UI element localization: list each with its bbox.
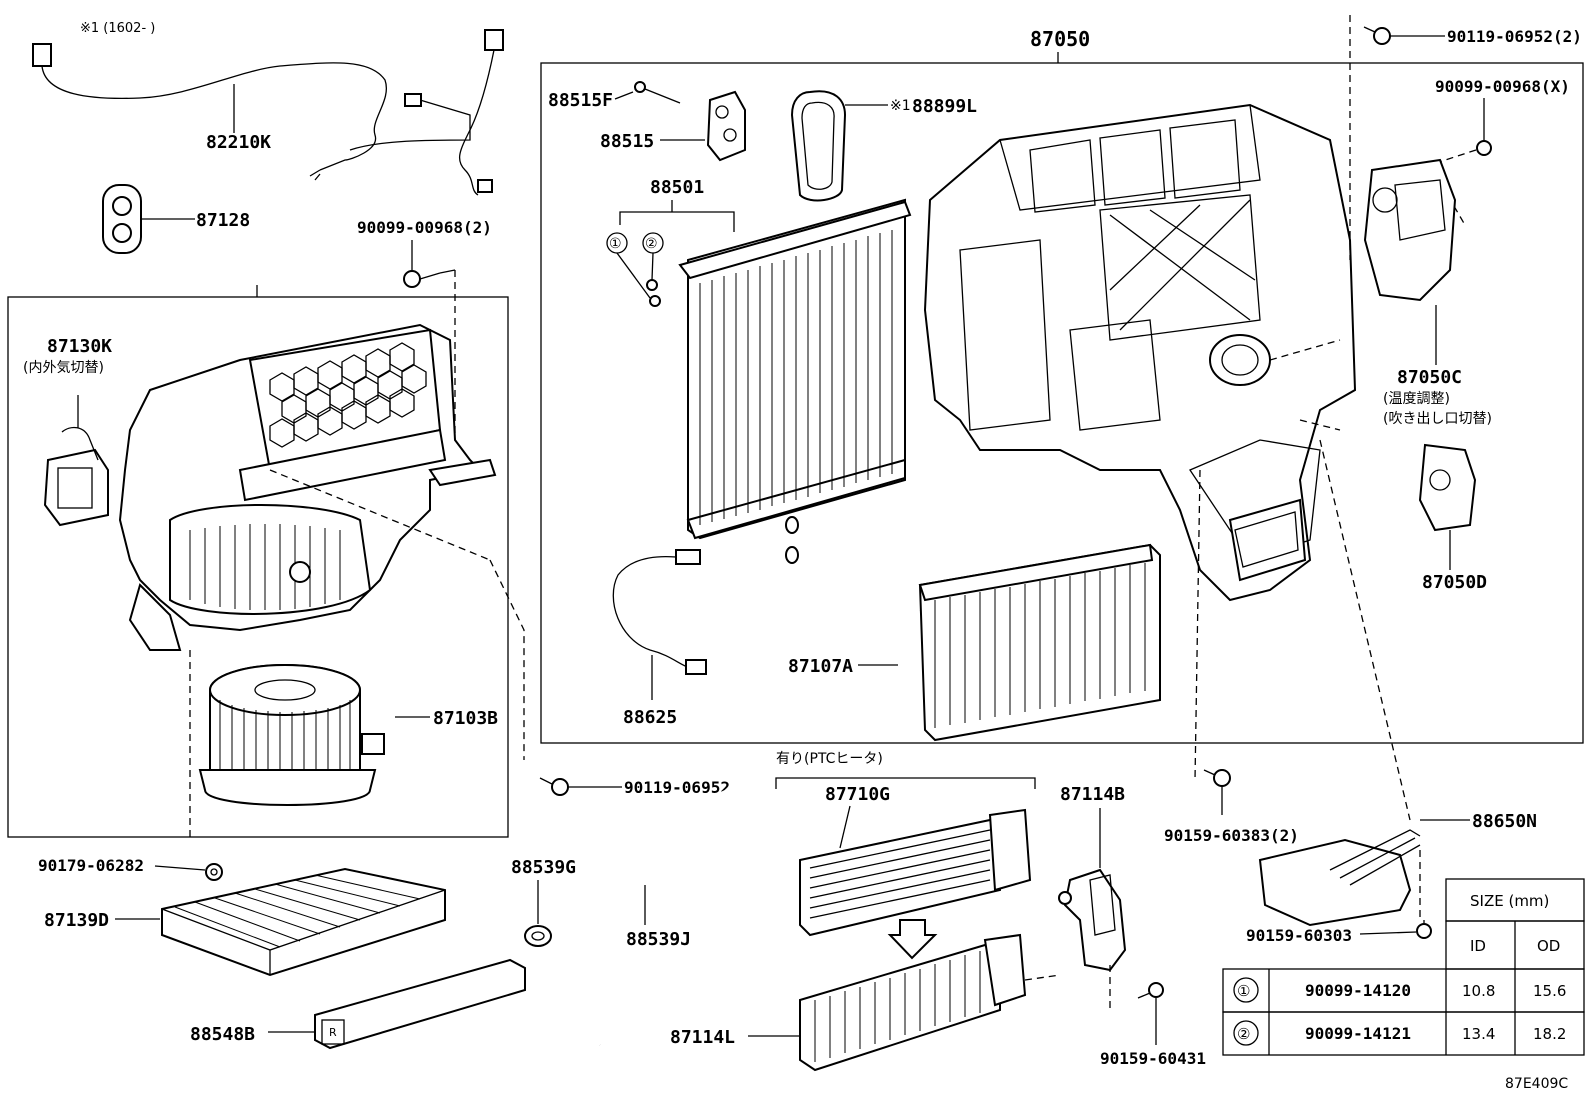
label-87114B: 87114B xyxy=(1060,784,1125,805)
bracket-87114B xyxy=(1058,808,1127,1010)
nut-90179-06282 xyxy=(154,863,223,881)
label-90159-60383-2: 90159-60383(2) xyxy=(1164,826,1299,845)
svg-text:R: R xyxy=(329,1026,337,1039)
label-88539J: 88539J xyxy=(626,929,691,950)
size-table-row-part: 90099-14120 xyxy=(1305,981,1411,1000)
label-88899L-mark: ※1 xyxy=(890,98,911,114)
label-87107A: 87107A xyxy=(788,656,853,677)
label-90159-60303: 90159-60303 xyxy=(1246,926,1352,945)
screw-90159-60303 xyxy=(1359,920,1432,939)
label-88515: 88515 xyxy=(600,131,654,152)
label-ptc-note: 有り(PTCヒータ) xyxy=(776,751,883,767)
label-87050: 87050 xyxy=(1030,27,1090,51)
size-table-row-part: 90099-14121 xyxy=(1305,1024,1411,1043)
blower-unit-frame xyxy=(7,296,509,838)
screw-90159-60383-2 xyxy=(1203,769,1231,815)
actuator-87050D xyxy=(1418,443,1477,570)
screw-90159-60431 xyxy=(1137,982,1164,1045)
label-87128: 87128 xyxy=(196,210,250,231)
grommet-87128 xyxy=(102,184,195,254)
label-87130K: 87130K xyxy=(47,336,112,357)
amplifier-88650N xyxy=(1258,439,1470,927)
blower-motor-87103B xyxy=(189,650,430,840)
label-87114L: 87114L xyxy=(670,1027,735,1048)
evaporator-88501 xyxy=(678,198,912,540)
size-table-header: SIZE (mm) xyxy=(1470,892,1549,910)
thermistor-88625 xyxy=(612,549,707,700)
label-87103B: 87103B xyxy=(433,708,498,729)
label-82210K: 82210K xyxy=(206,132,271,153)
figure-code: 87E409C xyxy=(1505,1076,1568,1092)
ptc-heater-87710G xyxy=(799,808,1032,960)
label-88515F: 88515F xyxy=(548,90,613,111)
main-unit-frame xyxy=(540,62,1584,744)
size-table-row-mark: ② xyxy=(1237,1025,1250,1043)
circled-2: ② xyxy=(645,236,658,252)
actuator-87130K xyxy=(43,395,109,527)
drain-hose-88539J xyxy=(555,786,753,1048)
ptc-heater-87114L xyxy=(748,933,1061,1072)
screw-90119-06952 xyxy=(489,559,622,796)
packing-88899L xyxy=(790,90,888,202)
actuator-87050C xyxy=(1363,158,1457,365)
size-table-row-mark: ① xyxy=(1237,982,1250,1000)
hvac-case-87050 xyxy=(923,103,1357,781)
size-table-row-od: 18.2 xyxy=(1533,1025,1566,1043)
expansion-valve-88515 xyxy=(660,90,746,162)
label-87050C: 87050C xyxy=(1397,367,1462,388)
cover-88548B: R xyxy=(268,958,526,1050)
label-90179-06282: 90179-06282 xyxy=(38,856,144,875)
filter-87139D xyxy=(115,867,446,977)
label-90159-60431: 90159-60431 xyxy=(1100,1049,1206,1068)
label-90119-06952-2: 90119-06952(2) xyxy=(1447,27,1582,46)
label-87050C-note2: (吹き出し口切替) xyxy=(1383,411,1492,427)
label-90099-00968-2: 90099-00968(2) xyxy=(357,218,492,237)
label-88899L: 88899L xyxy=(912,96,977,117)
label-88650N: 88650N xyxy=(1472,811,1537,832)
screw-90119-06952-2 xyxy=(1349,15,1445,260)
grommet-88539G xyxy=(524,880,552,947)
label-90119-06952: 90119-06952 xyxy=(624,778,730,797)
circled-1: ① xyxy=(609,236,622,252)
label-87130K-note: (内外気切替) xyxy=(23,360,104,376)
size-table-row-id: 13.4 xyxy=(1462,1025,1495,1043)
label-90099-00968-X: 90099-00968(X) xyxy=(1435,77,1570,96)
label-88625: 88625 xyxy=(623,707,677,728)
heater-core-87107A xyxy=(785,509,1161,742)
size-table-col-id: ID xyxy=(1470,937,1486,955)
label-87050D: 87050D xyxy=(1422,572,1487,593)
label-88501: 88501 xyxy=(650,177,704,198)
size-table-col-od: OD xyxy=(1537,937,1560,955)
blower-housing xyxy=(118,323,497,651)
label-88548B: 88548B xyxy=(190,1024,255,1045)
size-table-row-id: 10.8 xyxy=(1462,982,1495,1000)
size-table: SIZE (mm) ID OD ① 90099-14120 10.8 15.6 … xyxy=(1222,878,1585,1056)
label-87710G: 87710G xyxy=(825,784,890,805)
label-88539G: 88539G xyxy=(511,857,576,878)
wire-harness-82210K xyxy=(32,29,504,196)
label-87050C-note1: (温度調整) xyxy=(1383,391,1450,407)
size-table-row-od: 15.6 xyxy=(1533,982,1566,1000)
bolt-88515F xyxy=(614,81,681,104)
label-82210K-note: ※1 (1602- ) xyxy=(80,21,155,36)
label-87139D: 87139D xyxy=(44,910,109,931)
